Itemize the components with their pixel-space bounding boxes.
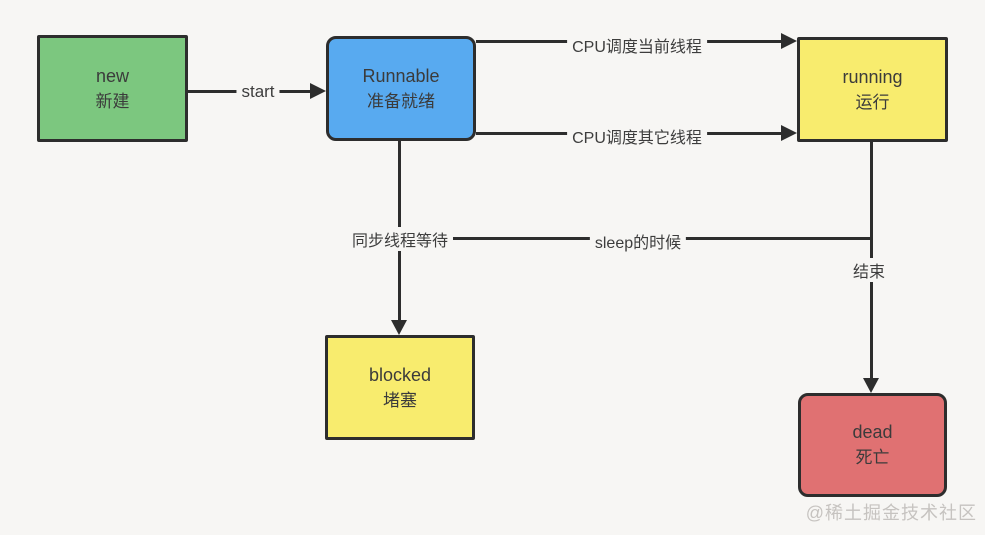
arrowhead-sync-wait bbox=[391, 320, 407, 335]
edge-label-sleep: sleep的时候 bbox=[589, 229, 687, 253]
arrowhead-start bbox=[310, 83, 326, 99]
node-runnable-label-en: Runnable bbox=[362, 65, 440, 86]
node-dead-label-zh: 死亡 bbox=[855, 448, 890, 467]
node-running-label-en: running bbox=[842, 66, 903, 87]
node-blocked-label-en: blocked bbox=[368, 364, 432, 385]
node-blocked: blocked 堵塞 bbox=[325, 335, 475, 440]
watermark: @稀土掘金技术社区 bbox=[805, 503, 977, 523]
node-dead-label-en: dead bbox=[852, 422, 893, 442]
arrowhead-cpu-current bbox=[781, 33, 797, 49]
node-new: new 新建 bbox=[37, 35, 188, 142]
arrowhead-end bbox=[863, 378, 879, 393]
edge-label-cpu-current: CPU调度当前线程 bbox=[567, 33, 707, 57]
node-blocked-label-zh: 堵塞 bbox=[383, 390, 417, 410]
node-running-label-zh: 运行 bbox=[855, 92, 890, 112]
node-runnable-label-zh: 准备就绪 bbox=[367, 91, 435, 111]
node-dead: dead 死亡 bbox=[798, 393, 947, 497]
node-runnable: Runnable 准备就绪 bbox=[326, 36, 476, 141]
edge-label-start: start bbox=[236, 82, 280, 102]
node-new-label-zh: 新建 bbox=[95, 91, 130, 111]
edge-label-end: 结束 bbox=[847, 258, 891, 282]
arrowhead-cpu-other bbox=[781, 125, 797, 141]
node-new-label-en: new bbox=[95, 65, 130, 86]
edge-label-sync-wait: 同步线程等待 bbox=[346, 227, 454, 251]
edge-label-cpu-other: CPU调度其它线程 bbox=[567, 124, 707, 148]
node-running: running 运行 bbox=[797, 37, 948, 142]
